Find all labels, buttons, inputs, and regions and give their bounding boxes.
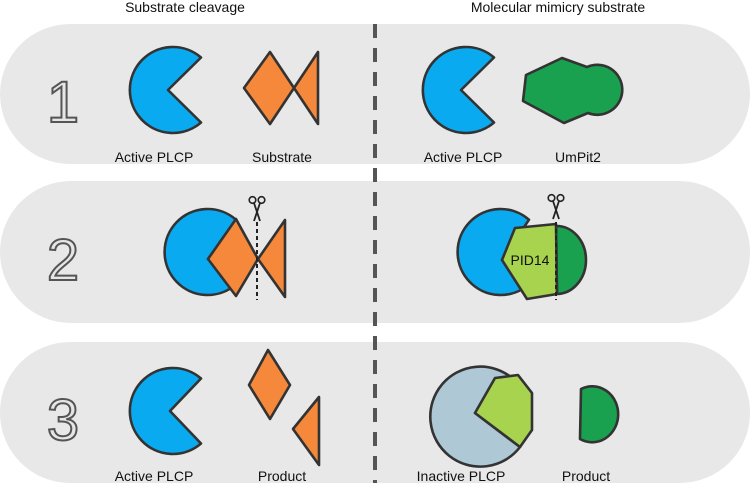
active-plcp-shape [128, 366, 203, 456]
label-product-2: Product [562, 468, 610, 483]
row-number-3: 3 [47, 388, 79, 453]
bound-substrate-shape-right-half [256, 218, 287, 299]
product-fragment-shape [247, 348, 292, 421]
active-plcp-shape [421, 45, 496, 135]
label-active-plcp-2: Active PLCP [424, 149, 503, 165]
label-pid14: PID14 [511, 252, 550, 268]
label-substrate: Substrate [252, 149, 312, 165]
header-substrate-cleavage: Substrate cleavage [125, 0, 245, 15]
scissors-icon [248, 195, 266, 222]
label-active-plcp-1: Active PLCP [115, 149, 194, 165]
label-active-plcp-3: Active PLCP [115, 468, 194, 483]
bound-pid14-shape [473, 373, 534, 449]
umpit2-shape [521, 56, 624, 125]
row-band-1 [0, 24, 750, 164]
label-umpit2: UmPit2 [555, 149, 601, 165]
product-umpit2-shape [578, 384, 620, 444]
label-product-1: Product [258, 468, 306, 483]
header-molecular-mimicry: Molecular mimicry substrate [471, 0, 645, 15]
row-number-2: 2 [47, 228, 79, 293]
umpit2-c-terminal-shape [554, 224, 588, 296]
substrate-shape-right-half [292, 50, 320, 126]
scissors-icon [547, 193, 565, 220]
product-fragment-shape [291, 395, 321, 467]
active-plcp-shape [128, 45, 203, 135]
label-inactive-plcp: Inactive PLCP [417, 468, 506, 483]
row-number-1: 1 [47, 70, 79, 135]
